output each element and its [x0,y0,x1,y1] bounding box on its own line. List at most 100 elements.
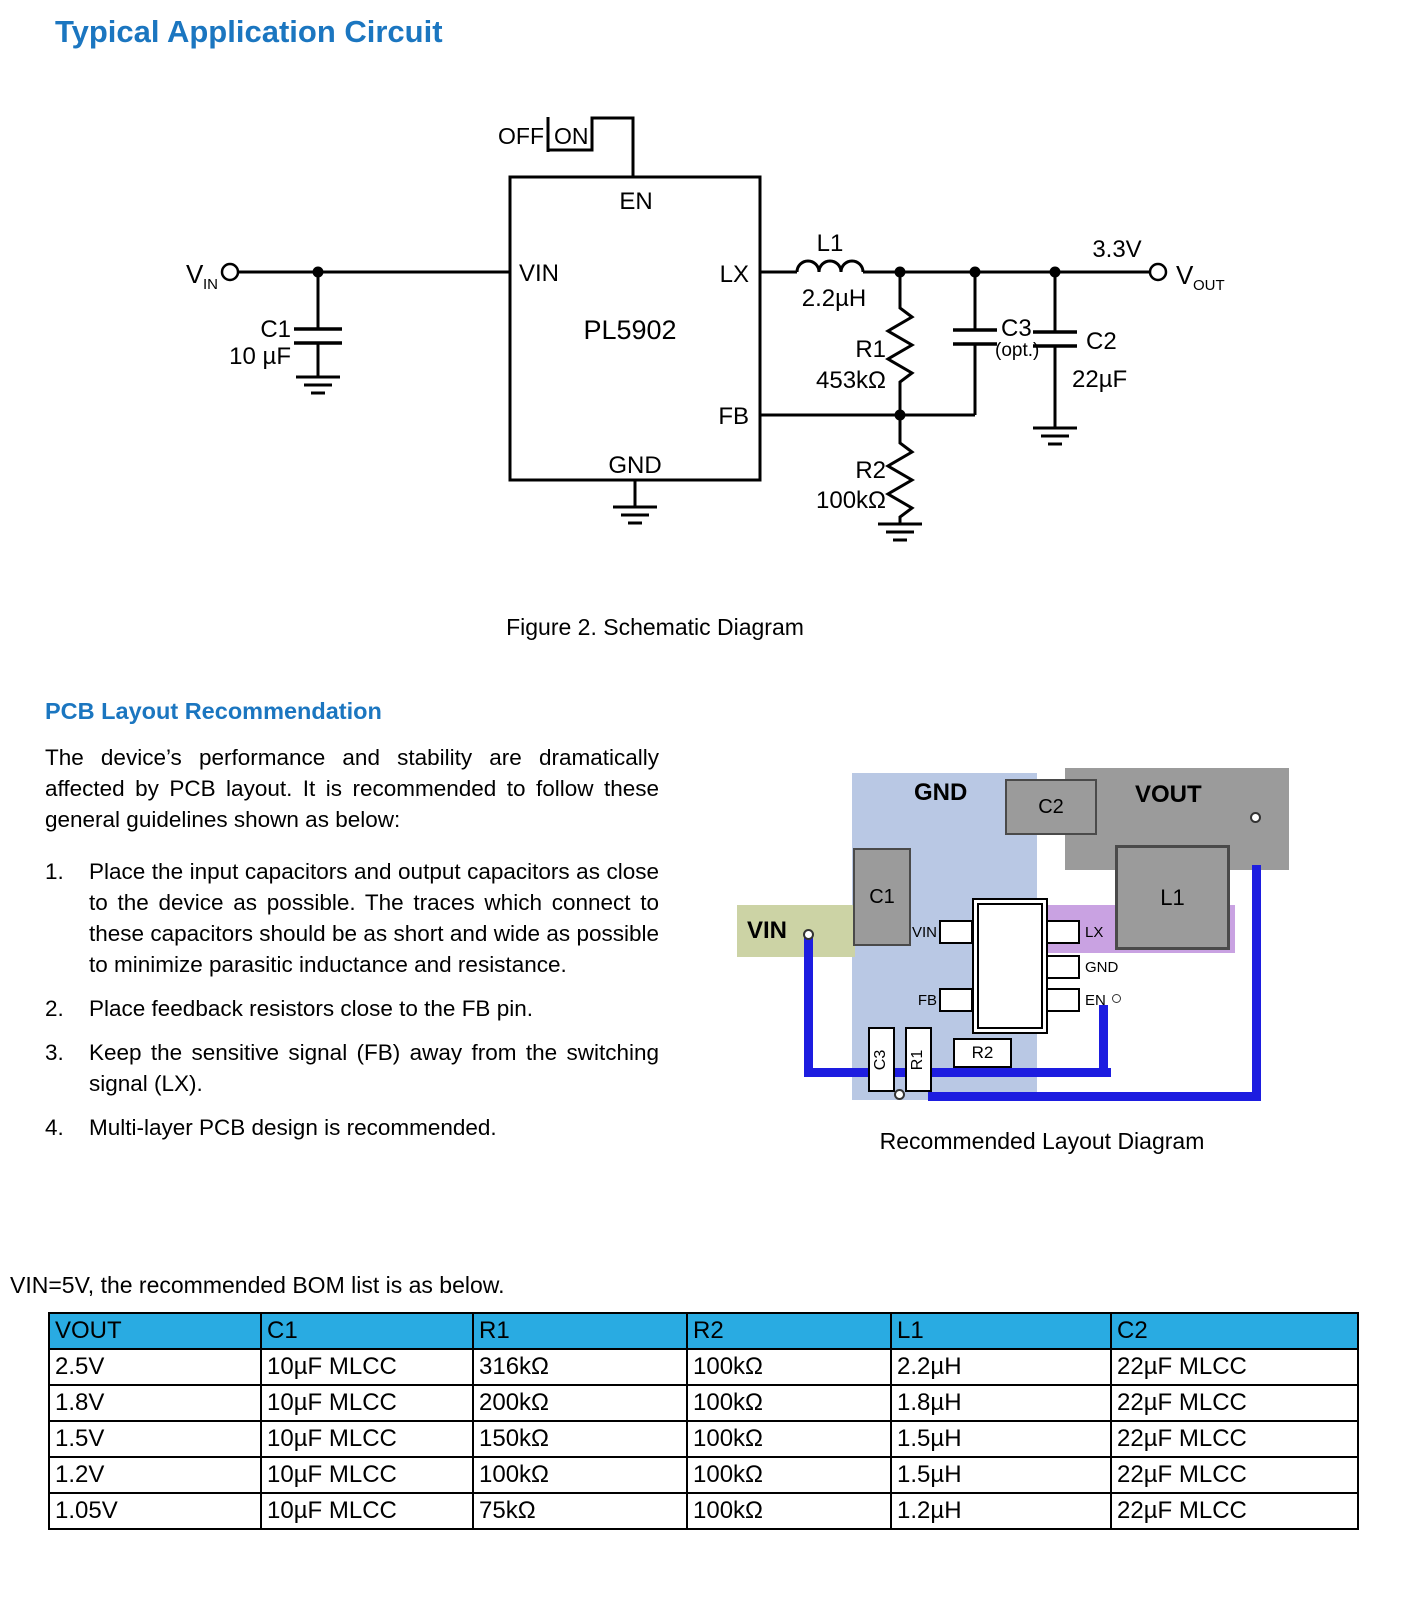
page-title: Typical Application Circuit [55,14,443,49]
r2-ref-label: R2 [855,457,886,484]
vout-terminal-label: V [1176,260,1194,290]
vin-via [803,929,814,940]
c2-component: C2 [1005,779,1097,835]
bom-cell: 100kΩ [686,1492,892,1530]
recommended-layout-diagram: GND VOUT VIN C2 L1 C1 R2 C3 R1 VIN FB LX… [735,765,1295,1115]
l1-ref-label: L1 [817,230,844,257]
vout-output: 3.3V V OUT [1092,236,1224,294]
bom-cell: 1.8µH [890,1384,1112,1422]
bom-cell: 22µF MLCC [1110,1420,1359,1458]
en-pad [1046,988,1080,1012]
list-item: 2. Place feedback resistors close to the… [45,993,659,1024]
bom-cell: 2.2µH [890,1348,1112,1386]
vin-region-label: VIN [747,917,788,944]
list-item-text: Multi-layer PCB design is recommended. [89,1115,497,1140]
bom-cell: 200kΩ [472,1384,688,1422]
gnd-pad [1046,955,1080,979]
resistor-r1 [885,272,915,415]
bom-cell: 10µF MLCC [260,1420,474,1458]
bom-row: 1.05V 10µF MLCC 75kΩ 100kΩ 1.2µH 22µF ML… [48,1492,1359,1530]
vin-to-en-trace-vertical [804,937,813,1077]
r2-value-label: 100kΩ [816,487,886,514]
vout-via [1250,812,1261,823]
r1-ref-label: R1 [855,336,886,363]
bom-header-r1: R1 [472,1312,688,1350]
vout-feedback-trace-vertical [1252,865,1261,1101]
out-voltage-label: 3.3V [1092,236,1141,263]
ground-symbol [294,375,342,395]
bom-cell: 10µF MLCC [260,1456,474,1494]
figure-caption: Figure 2. Schematic Diagram [506,614,804,640]
inductor-l1 [760,259,1150,274]
list-item-text: Place feedback resistors close to the FB… [89,996,533,1021]
en-pad-label: EN [1085,992,1106,1009]
list-item-number: 3. [45,1040,64,1065]
vout-feedback-trace-horizontal [928,1092,1261,1101]
bom-cell: 10µF MLCC [260,1384,474,1422]
layout-diagram-caption: Recommended Layout Diagram [879,1128,1205,1154]
c3-component: C3 [868,1027,895,1092]
gnd-pad-label: GND [1085,959,1119,976]
ic-ground [611,480,659,525]
bom-cell: 100kΩ [686,1420,892,1458]
lx-pad [1046,920,1080,944]
bom-header-l1: L1 [890,1312,1112,1350]
bom-cell: 1.8V [48,1384,262,1422]
bottom-via [894,1089,905,1100]
ic-footprint-inner [977,903,1043,1029]
list-item: 3. Keep the sensitive signal (FB) away f… [45,1037,659,1099]
bom-cell: 1.05V [48,1492,262,1530]
list-item-number: 1. [45,859,64,884]
vin-terminal-node [220,262,240,282]
r1-value-label: 453kΩ [816,367,886,394]
r1-component-label: R1 [909,1049,927,1070]
ground-symbol [611,505,659,525]
ic-pin-en-label: EN [619,188,652,215]
gnd-region-label: GND [914,779,968,806]
vin-pad-label: VIN [911,924,937,941]
capacitor-c3 [953,272,997,415]
ic-pin-vin-label: VIN [519,260,559,287]
vin-pad [939,920,973,944]
ic-footprint [972,898,1048,1034]
section-intro: The device’s performance and stability a… [45,745,659,832]
bom-header-vout: VOUT [48,1312,262,1350]
bom-cell: 100kΩ [686,1348,892,1386]
resistor-r2 [876,415,924,542]
bom-cell: 22µF MLCC [1110,1456,1359,1494]
enable-switch [546,116,635,177]
bom-intro-text: VIN=5V, the recommended BOM list is as b… [10,1272,505,1298]
switch-off-label: OFF [498,123,544,149]
ic-name-label: PL5902 [583,315,676,345]
bom-cell: 22µF MLCC [1110,1348,1359,1386]
r2-component-label: R2 [971,1043,994,1062]
bom-cell: 10µF MLCC [260,1492,474,1530]
r2-component: R2 [953,1038,1012,1068]
bom-cell: 1.2V [48,1456,262,1494]
bom-row: 2.5V 10µF MLCC 316kΩ 100kΩ 2.2µH 22µF ML… [48,1348,1359,1386]
ic-pin-gnd-label: GND [608,452,661,479]
vout-terminal-subscript: OUT [1193,277,1225,294]
l1-component-label: L1 [1160,884,1185,910]
bom-cell: 22µF MLCC [1110,1492,1359,1530]
list-item-text: Keep the sensitive signal (FB) away from… [89,1040,659,1096]
ic-pin-lx-label: LX [720,261,749,288]
vout-terminal-node [1148,262,1168,282]
c3-value-label: (opt.) [995,340,1039,361]
l1-component: L1 [1115,845,1230,950]
list-item-number: 4. [45,1115,64,1140]
c1-value-label: 10 µF [229,343,291,370]
bom-header-row: VOUT C1 R1 R2 L1 C2 [48,1312,1359,1350]
schematic-diagram: PL5902 EN VIN LX FB GND OFF ON V IN C1 1… [186,116,1225,542]
vin-terminal-subscript: IN [203,276,218,293]
vin-copper-region [737,905,855,957]
list-item-text: Place the input capacitors and output ca… [89,859,659,977]
capacitor-c1 [294,272,342,395]
vout-region-label: VOUT [1135,781,1202,808]
bom-row: 1.2V 10µF MLCC 100kΩ 100kΩ 1.5µH 22µF ML… [48,1456,1359,1494]
ground-symbol [876,522,924,542]
pcb-layout-section: PCB Layout Recommendation The device’s p… [45,698,659,1156]
list-item: 4. Multi-layer PCB design is recommended… [45,1112,659,1143]
bom-cell: 1.5µH [890,1420,1112,1458]
en-trace-vertical [1099,1005,1108,1077]
